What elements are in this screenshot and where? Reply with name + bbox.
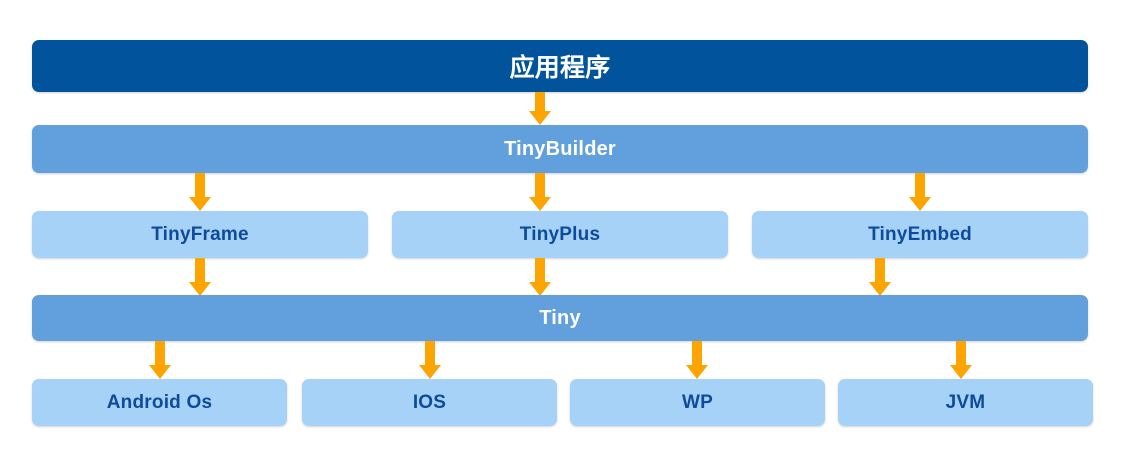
node-application: 应用程序 <box>32 40 1088 92</box>
node-jvm: JVM <box>838 379 1093 426</box>
node-wp: WP <box>570 379 825 426</box>
node-application-label: 应用程序 <box>509 54 611 82</box>
arrow-tiny-to-ios <box>419 341 441 379</box>
arrow-tiny-to-wp <box>686 341 708 379</box>
node-tinybuilder: TinyBuilder <box>32 125 1088 173</box>
node-ios: IOS <box>302 379 557 426</box>
arrow-tinybuilder-to-tinyframe <box>189 173 211 211</box>
arrow-tinybuilder-to-tinyplus <box>529 173 551 211</box>
node-tinyframe-label: TinyFrame <box>151 223 249 245</box>
arrow-app-to-tinybuilder <box>529 92 551 125</box>
arrow-tinyembed-to-tiny <box>869 258 891 296</box>
arrow-tinyframe-to-tiny <box>189 258 211 296</box>
node-tiny: Tiny <box>32 295 1088 341</box>
arrow-tiny-to-android <box>149 341 171 379</box>
arrow-tinyplus-to-tiny <box>529 258 551 296</box>
node-tinyplus-label: TinyPlus <box>519 223 601 245</box>
arrow-tinybuilder-to-tinyembed <box>909 173 931 211</box>
node-android-os: Android Os <box>32 379 287 426</box>
arrow-tiny-to-jvm <box>950 341 972 379</box>
node-jvm-label: JVM <box>945 391 986 413</box>
node-android-os-label: Android Os <box>106 391 213 413</box>
node-tinyplus: TinyPlus <box>392 211 728 258</box>
node-wp-label: WP <box>681 391 713 413</box>
node-tinyembed: TinyEmbed <box>752 211 1088 258</box>
node-ios-label: IOS <box>412 391 447 413</box>
node-tinyframe: TinyFrame <box>32 211 368 258</box>
node-tinyembed-label: TinyEmbed <box>868 223 972 245</box>
node-tiny-label: Tiny <box>539 306 581 329</box>
node-tinybuilder-label: TinyBuilder <box>504 137 616 160</box>
